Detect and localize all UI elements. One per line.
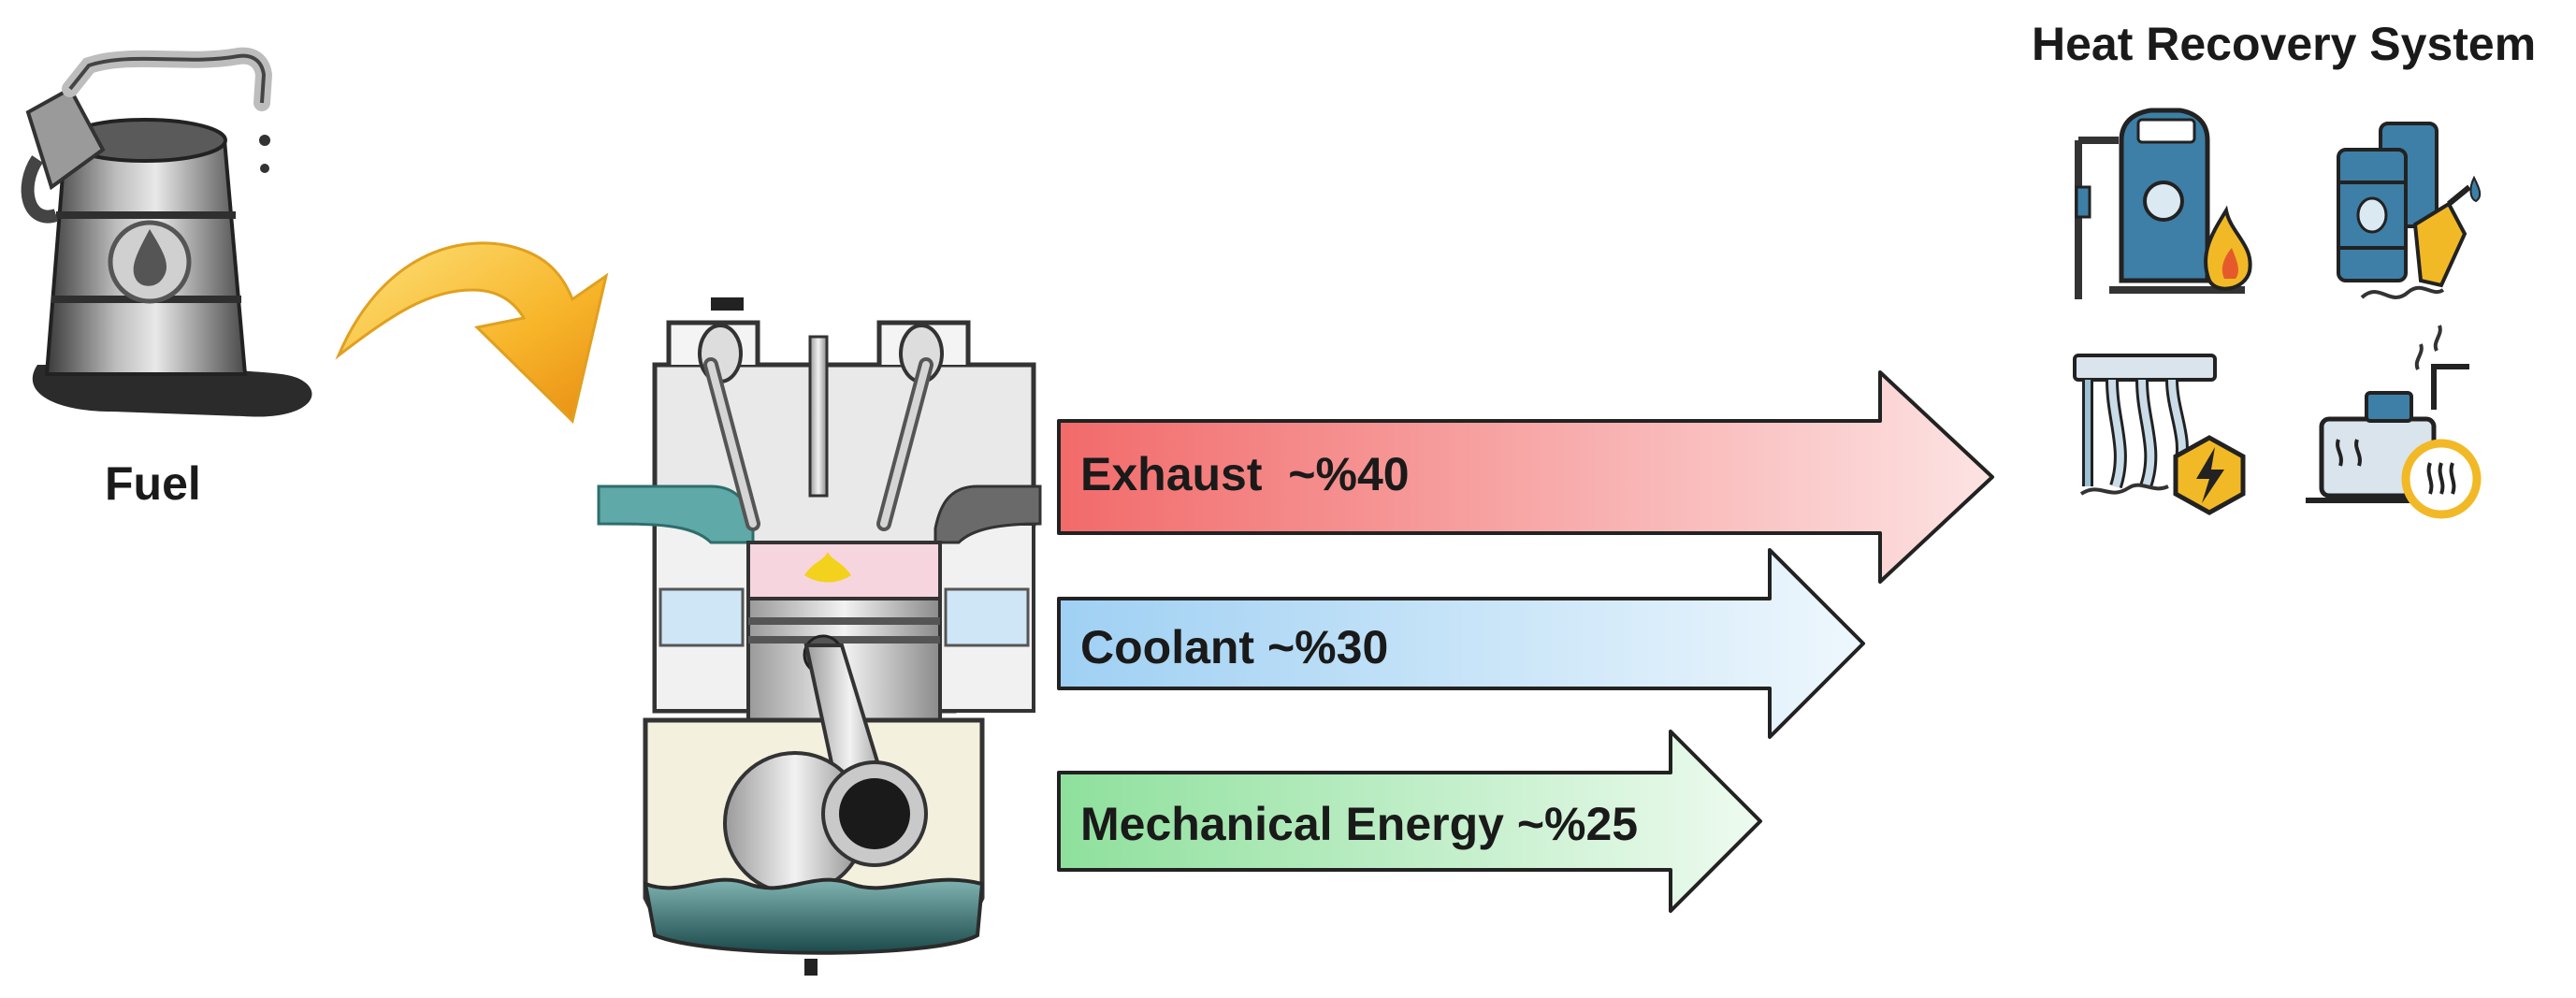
fuel-label: Fuel (105, 457, 201, 510)
mechanical-energy-label: Mechanical Energy ~%25 (1080, 798, 1639, 850)
flow-arrow-mechanical (1057, 730, 1762, 913)
boiler-flame-icon (2075, 108, 2252, 299)
heat-recovery-title: Heat Recovery System (2032, 18, 2537, 70)
exhaust-label: Exhaust ~%40 (1080, 448, 1410, 500)
radiator-power-icon (2073, 354, 2246, 515)
engine-cross-section-icon (597, 297, 1042, 976)
fuel-feed-arrow (335, 241, 609, 424)
fuel-barrel-icon (21, 47, 312, 417)
flow-arrow-coolant (1057, 548, 1865, 739)
barrels-fuel-nozzle-icon (2337, 122, 2482, 299)
machinery-heat-cycle-icon (2306, 325, 2482, 519)
coolant-label: Coolant ~%30 (1080, 621, 1389, 673)
flow-arrow-exhaust (1057, 370, 1994, 584)
